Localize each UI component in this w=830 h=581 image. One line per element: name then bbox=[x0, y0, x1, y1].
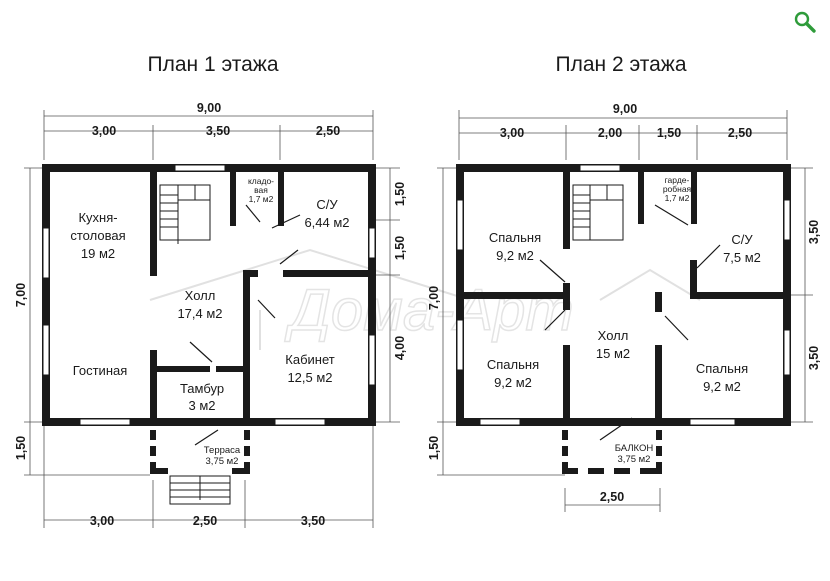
floor2-plan: 9,00 3,00 2,00 1,50 2,50 7,00 1,50 3,50 … bbox=[427, 102, 821, 512]
f2-balcony-name: БАЛКОН bbox=[615, 443, 654, 454]
f2-dim-right-2: 3,50 bbox=[807, 346, 821, 370]
f2-wardrobe-line2: робная bbox=[663, 184, 692, 194]
f1-dim-total-width: 9,00 bbox=[197, 101, 221, 115]
f1-terrace-name: Терраса bbox=[204, 445, 241, 456]
f2-bedroom-bl-area: 9,2 м2 bbox=[494, 375, 532, 390]
f1-vestibule-area: 3 м2 bbox=[188, 398, 215, 413]
f2-dim-top-4: 2,50 bbox=[728, 126, 752, 140]
f2-dim-total-width: 9,00 bbox=[613, 102, 637, 116]
floor2-title: План 2 этажа bbox=[555, 53, 686, 76]
f2-dim-top-3: 1,50 bbox=[657, 126, 681, 140]
f1-vestibule-name: Тамбур bbox=[180, 381, 224, 396]
f2-bedroom-tl-name: Спальня bbox=[489, 230, 541, 245]
f1-dim-terrace-depth: 1,50 bbox=[14, 436, 28, 460]
f1-dim-top-1: 3,00 bbox=[92, 124, 116, 138]
f2-wardrobe-area: 1,7 м2 bbox=[665, 193, 690, 203]
magnifier-icon-graphic bbox=[794, 11, 816, 33]
f1-pantry-area: 1,7 м2 bbox=[249, 194, 274, 204]
f2-bedroom-bl-name: Спальня bbox=[487, 357, 539, 372]
f1-pantry-line1: кладо- bbox=[248, 176, 274, 186]
f2-bath-name: С/У bbox=[731, 232, 753, 247]
f2-hall-area: 15 м2 bbox=[596, 346, 630, 361]
f2-dim-bottom-1: 2,50 bbox=[600, 490, 624, 504]
f2-bedroom-tl-area: 9,2 м2 bbox=[496, 248, 534, 263]
f2-bedroom-br-area: 9,2 м2 bbox=[703, 379, 741, 394]
floor1-title: План 1 этажа bbox=[147, 53, 278, 76]
f2-dim-right-1: 3,50 bbox=[807, 220, 821, 244]
f2-dim-height: 7,00 bbox=[427, 286, 441, 310]
watermark-logo: Дома-Арт bbox=[149, 248, 701, 350]
f1-dim-right-3: 4,00 bbox=[393, 336, 407, 360]
floor1-plan: 9,00 3,00 3,50 2,50 7,00 1,50 1,50 1,50 … bbox=[14, 101, 407, 528]
f2-hall-name: Холл bbox=[598, 328, 629, 343]
svg-text:Дома-Арт: Дома-Арт bbox=[284, 278, 574, 343]
f1-kitchen-line1: Кухня- bbox=[78, 210, 117, 225]
f1-living-name: Гостиная bbox=[73, 363, 128, 378]
f2-dim-top-2: 2,00 bbox=[598, 126, 622, 140]
f2-balcony-area: 3,75 м2 bbox=[618, 454, 651, 465]
f1-terrace-area: 3,75 м2 bbox=[206, 456, 239, 467]
f1-bath-area: 6,44 м2 bbox=[304, 215, 349, 230]
f2-bedroom-br-name: Спальня bbox=[696, 361, 748, 376]
f1-hall-area: 17,4 м2 bbox=[177, 306, 222, 321]
f1-hall-name: Холл bbox=[185, 288, 216, 303]
f1-dim-bottom-1: 3,00 bbox=[90, 514, 114, 528]
f1-pantry-line2: вая bbox=[254, 185, 268, 195]
f1-dim-top-2: 3,50 bbox=[206, 124, 230, 138]
f1-dim-top-3: 2,50 bbox=[316, 124, 340, 138]
f2-wardrobe-line1: гарде- bbox=[665, 175, 690, 185]
f1-office-name: Кабинет bbox=[285, 352, 334, 367]
magnifier-icon[interactable] bbox=[793, 10, 819, 36]
f2-dim-top-1: 3,00 bbox=[500, 126, 524, 140]
f2-bath-area: 7,5 м2 bbox=[723, 250, 761, 265]
f1-dim-bottom-2: 2,50 bbox=[193, 514, 217, 528]
f1-office-area: 12,5 м2 bbox=[287, 370, 332, 385]
f1-dim-right-1: 1,50 bbox=[393, 182, 407, 206]
f1-bath-name: С/У bbox=[316, 197, 338, 212]
f2-dim-balcony-depth: 1,50 bbox=[427, 436, 441, 460]
f1-dim-bottom-3: 3,50 bbox=[301, 514, 325, 528]
f1-kitchen-line2: столовая bbox=[70, 228, 125, 243]
f1-dim-right-2: 1,50 bbox=[393, 236, 407, 260]
f1-kitchen-area: 19 м2 bbox=[81, 246, 115, 261]
f1-dim-height: 7,00 bbox=[14, 283, 28, 307]
